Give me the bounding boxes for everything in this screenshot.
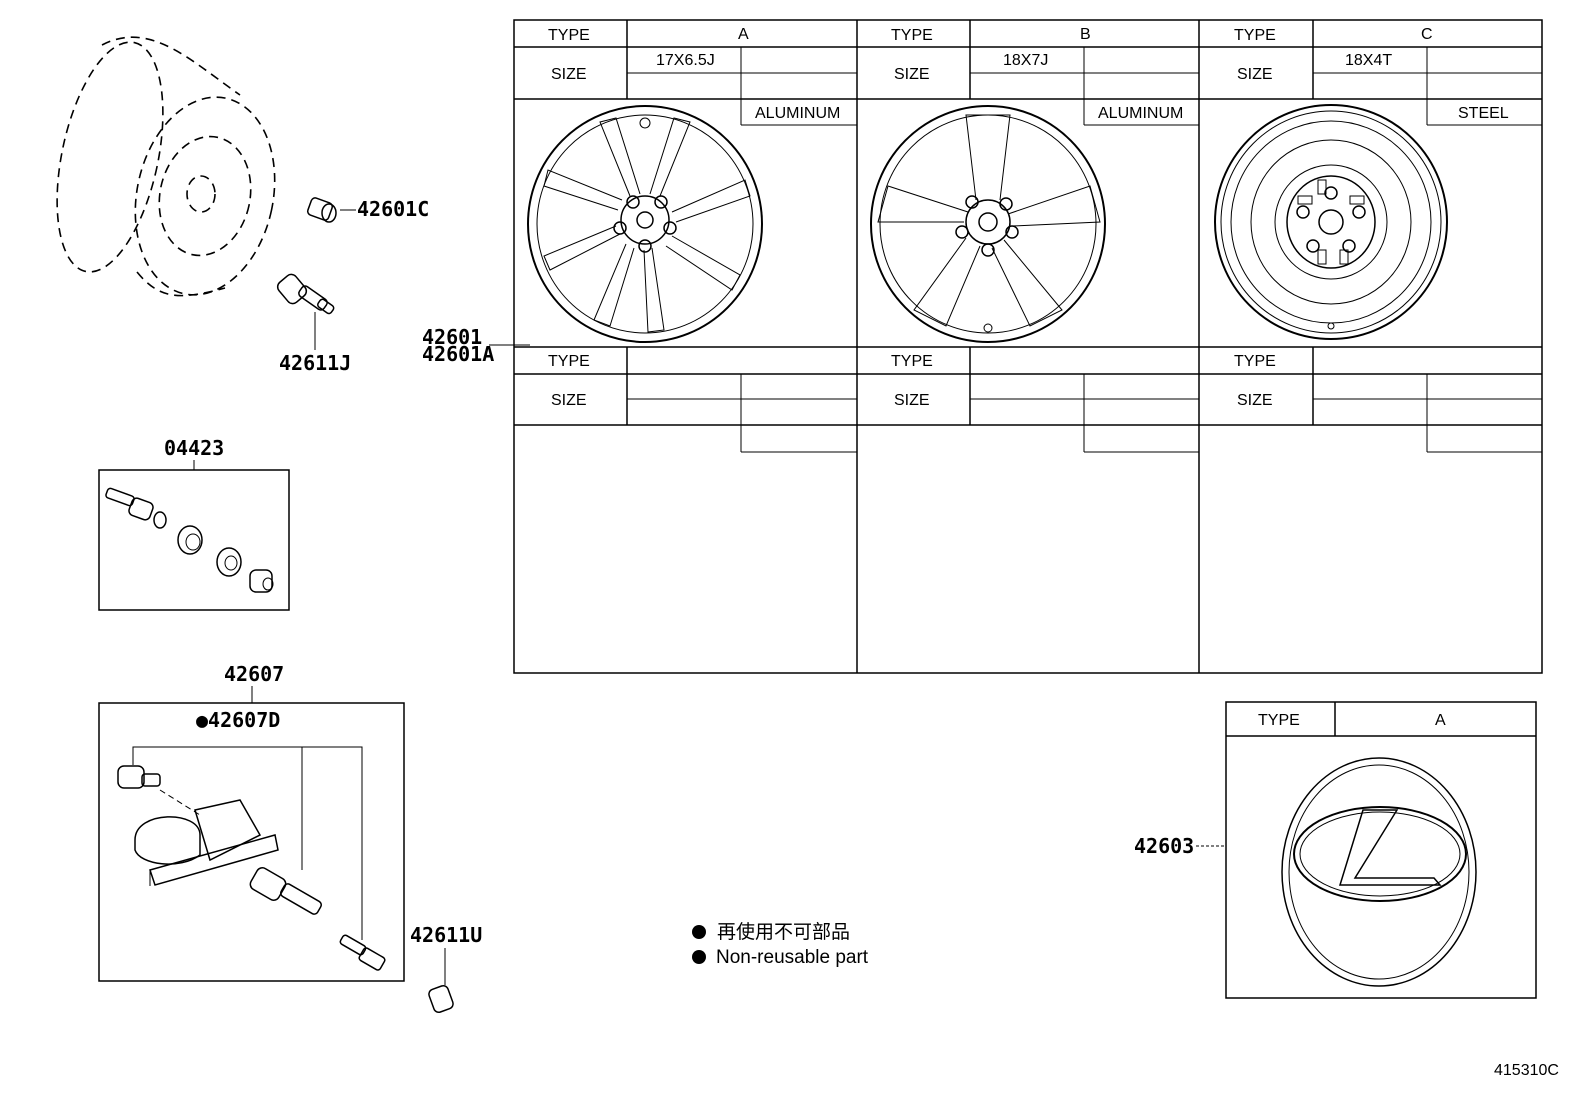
part-label-42607d[interactable]: ●42607D — [196, 708, 280, 732]
col-b-type-value: B — [1080, 26, 1091, 43]
part-label-42603[interactable]: 42603 — [1134, 834, 1194, 858]
col-a-material: ALUMINUM — [755, 105, 840, 122]
wheel-a-illustration — [527, 105, 763, 343]
col-c-type-value: C — [1421, 26, 1433, 43]
part-label-42611u[interactable]: 42611U — [410, 923, 482, 947]
tpms-sensor-illustration — [117, 765, 279, 886]
part-label-42601[interactable]: 42601 — [422, 325, 482, 349]
part-label-42601c[interactable]: 42601C — [357, 197, 429, 221]
col-c-type-label-2: TYPE — [1234, 353, 1276, 370]
col-b-type-label: TYPE — [891, 27, 933, 44]
col-a-type-value: A — [738, 26, 749, 43]
col-b-material: ALUMINUM — [1098, 105, 1183, 122]
tpms-valve-illustration — [249, 867, 386, 971]
part-label-04423[interactable]: 04423 — [164, 436, 224, 460]
part-label-42601a[interactable]: 42601A — [422, 342, 494, 366]
col-b-size-label-2: SIZE — [894, 392, 930, 409]
col-a-size-value: 17X6.5J — [656, 52, 715, 69]
col-c-size-label: SIZE — [1237, 66, 1273, 83]
col-b-size-label: SIZE — [894, 66, 930, 83]
wheel-table-grid — [513, 19, 1543, 674]
non-reusable-bullet-icon-2 — [692, 950, 706, 964]
tpms-42607-box — [98, 702, 405, 982]
col-c-size-label-2: SIZE — [1237, 392, 1273, 409]
part-label-42611j[interactable]: 42611J — [279, 351, 351, 375]
cap-type-label: TYPE — [1258, 712, 1300, 729]
valve-cap-42611u-illustration — [428, 984, 454, 1014]
col-a-size-label-2: SIZE — [551, 392, 587, 409]
col-b-type-label-2: TYPE — [891, 353, 933, 370]
col-b-size-value: 18X7J — [1003, 52, 1048, 69]
valve-kit-parts-illustration — [105, 487, 274, 593]
lug-nut-42601c-illustration — [306, 197, 356, 223]
cap-type-value: A — [1435, 712, 1446, 729]
diagram-id: 415310C — [1494, 1062, 1559, 1079]
lexus-emblem-icon — [1281, 757, 1477, 987]
wheel-c-illustration — [1214, 104, 1448, 340]
kit-04423-box — [98, 469, 290, 611]
col-c-material: STEEL — [1458, 105, 1509, 122]
valve-42611j-illustration — [276, 273, 335, 350]
tire-illustration — [56, 36, 276, 297]
cap-table-grid — [1225, 701, 1537, 999]
col-a-size-label: SIZE — [551, 66, 587, 83]
part-label-42607[interactable]: 42607 — [224, 662, 284, 686]
col-c-type-label: TYPE — [1234, 27, 1276, 44]
wheel-b-illustration — [870, 105, 1106, 343]
non-reusable-bullet-icon — [692, 925, 706, 939]
col-a-type-label-2: TYPE — [548, 353, 590, 370]
col-a-type-label: TYPE — [548, 27, 590, 44]
legend-japanese: 再使用不可部品 — [717, 921, 850, 943]
legend-english: Non-reusable part — [716, 947, 869, 968]
col-c-size-value: 18X4T — [1345, 52, 1392, 69]
